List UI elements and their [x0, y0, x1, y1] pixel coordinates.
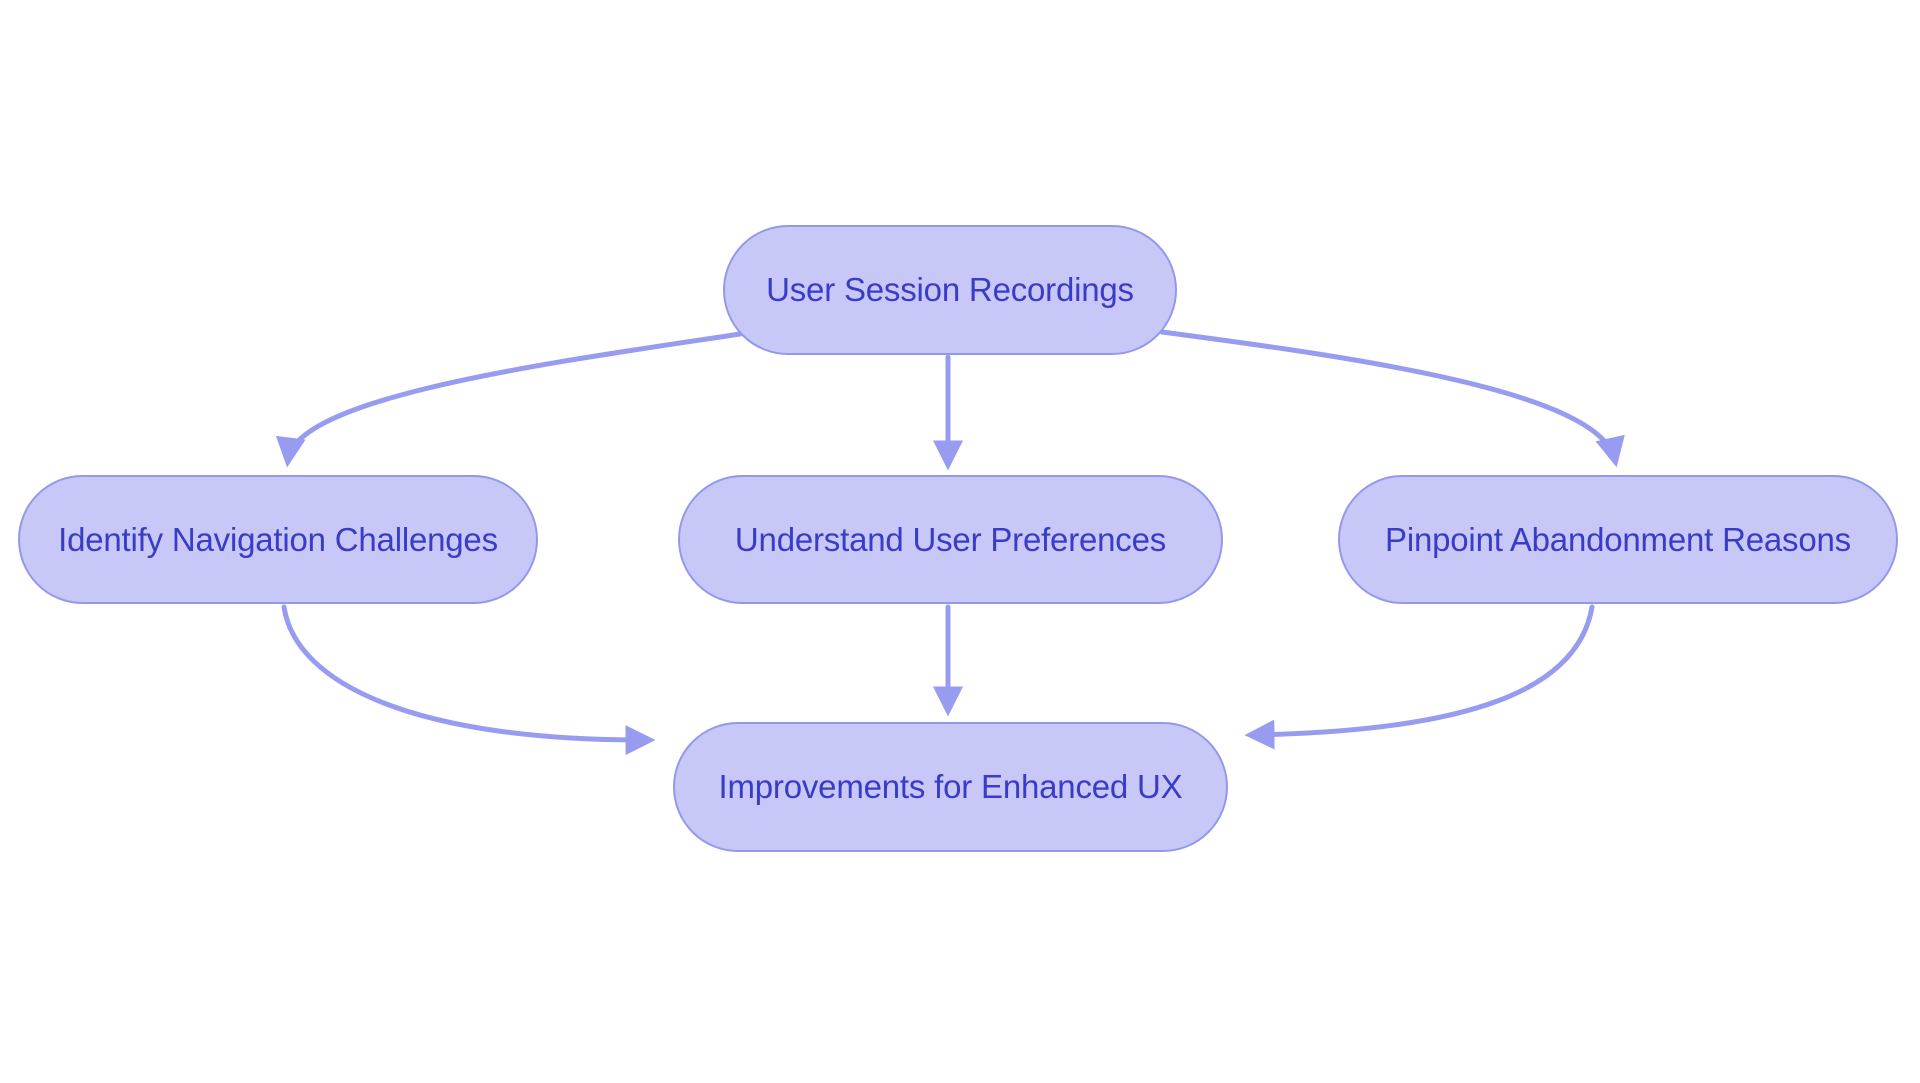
edge-user-session-to-pinpoint-abandonment [1159, 329, 1625, 468]
node-understand-user-preferences: Understand User Preferences [678, 475, 1223, 604]
node-user-session-recordings: User Session Recordings [723, 225, 1177, 355]
edge-identify-navigation-to-improvements [281, 604, 656, 756]
edge-user-session-to-identify-navigation [276, 331, 743, 468]
node-label-user-session-recordings: User Session Recordings [766, 271, 1134, 308]
node-label-understand-user-preferences: Understand User Preferences [734, 520, 1167, 558]
node-label-improvements-for-enhanced-ux: Improvements for Enhanced UX [718, 768, 1183, 805]
node-improvements-for-enhanced-ux: Improvements for Enhanced UX [673, 722, 1228, 852]
node-label-identify-navigation-challenges: Identify Navigation Challenges [58, 520, 498, 558]
node-label-pinpoint-abandonment-reasons: Pinpoint Abandonment Reasons [1385, 520, 1851, 558]
edge-pinpoint-abandonment-to-improvements [1244, 604, 1595, 750]
node-pinpoint-abandonment-reasons: Pinpoint Abandonment Reasons [1338, 475, 1898, 604]
node-identify-navigation-challenges: Identify Navigation Challenges [18, 475, 538, 604]
